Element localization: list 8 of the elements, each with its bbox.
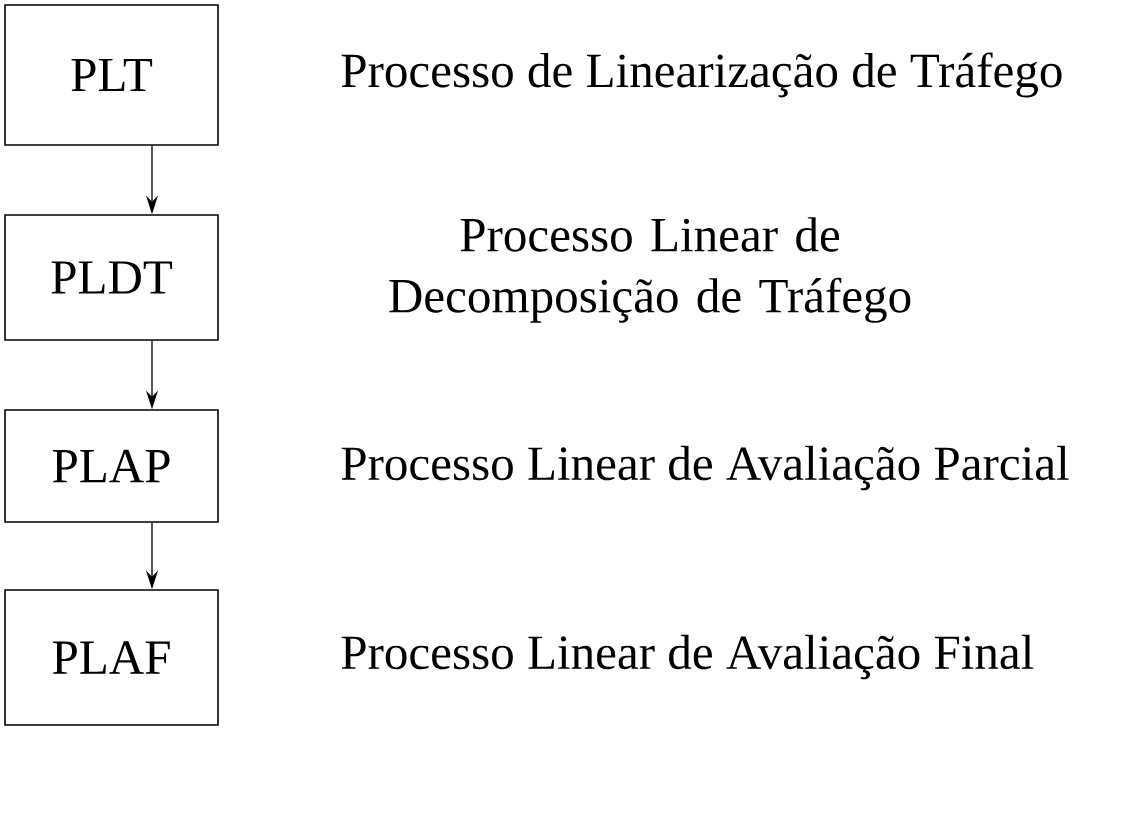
process-box: PLAF [4,589,219,726]
description-text: Processo Linear de Avaliação Parcial [341,445,1069,491]
process-box: PLAP [4,409,219,523]
process-box: PLDT [4,214,219,341]
description-text: Processo Linear de Avaliação Final [341,634,1034,680]
description-text: Processo Linear de Decomposição de Tráfego [389,217,911,323]
description-text: Processo de Linearização de Tráfego [341,52,1062,98]
process-box: PLT [4,4,219,146]
